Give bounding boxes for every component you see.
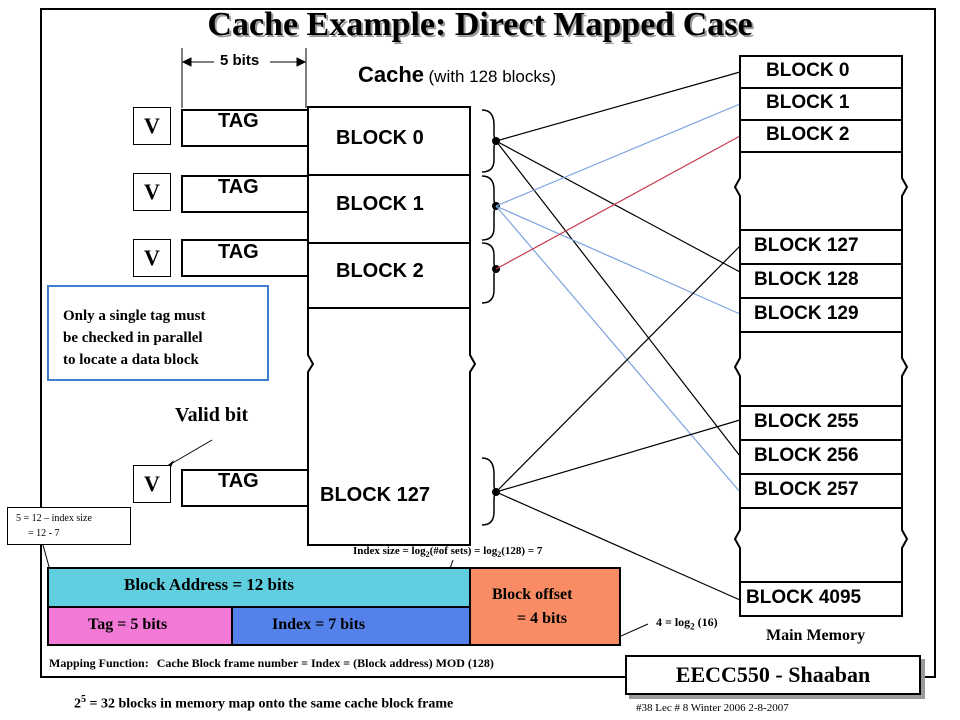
- cache-column: [307, 106, 477, 546]
- index-field-label: Index = 7 bits: [272, 616, 366, 633]
- cache-block-0: BLOCK 0: [336, 127, 424, 149]
- slide-frame: [40, 8, 936, 678]
- index-field: [231, 606, 471, 646]
- cache-block-2: BLOCK 2: [336, 260, 424, 282]
- memory-block-129: BLOCK 129: [754, 303, 859, 324]
- bottom-note: 25 = 32 blocks in memory map onto the sa…: [74, 694, 453, 713]
- index-size-sub1: 2: [425, 550, 430, 560]
- memory-block-2: BLOCK 2: [766, 124, 850, 145]
- tag-field-0: [181, 109, 309, 147]
- block-offset-label-1: Block offset: [492, 586, 573, 603]
- index-size-sub2: 2: [497, 550, 502, 560]
- slide-info: #38 Lec # 8 Winter 2006 2-8-2007: [636, 702, 789, 714]
- note-line-1: Only a single tag must: [63, 308, 206, 324]
- bottom-note-exp: 5: [81, 694, 86, 705]
- tag-size-note: 5 = 12 – index size = 12 - 7: [7, 507, 131, 545]
- bottom-note-text: = 32 blocks in memory map onto the same …: [86, 696, 454, 712]
- tag-label-0: TAG: [218, 110, 259, 132]
- mapping-lines: [495, 71, 741, 601]
- main-memory-column: [733, 55, 909, 617]
- memory-block-0: BLOCK 0: [766, 60, 850, 81]
- tag-field-label: Tag = 5 bits: [88, 616, 168, 633]
- tag-field: [47, 606, 233, 646]
- slide-title: Cache Example: Direct Mapped Case: [207, 6, 753, 43]
- tag-label-1: TAG: [218, 176, 259, 198]
- valid-bit-127: V: [133, 465, 171, 503]
- offset-size-note: 4 = log2 (16): [656, 615, 718, 631]
- brace-dots: [492, 137, 500, 496]
- cache-title: Cache: [358, 62, 425, 87]
- valid-bit-1: V: [133, 173, 171, 211]
- memory-block-256: BLOCK 256: [754, 445, 859, 466]
- offset-note-post: (16): [694, 615, 718, 629]
- valid-bit-2: V: [133, 239, 171, 277]
- tag-width-dimension: [181, 48, 307, 108]
- course-badge: EECC550 - Shaaban: [625, 655, 921, 695]
- bottom-note-base: 2: [74, 696, 81, 712]
- tag-label-2: TAG: [218, 241, 259, 263]
- memory-block-257: BLOCK 257: [754, 479, 859, 500]
- index-size-note: Index size = log2(#of sets) = log2(128) …: [353, 545, 542, 559]
- index-size-pre: Index size = log: [353, 545, 426, 557]
- cache-block-1: BLOCK 1: [336, 193, 424, 215]
- index-size-post: (128) = 7: [501, 545, 543, 557]
- offset-note-pre: 4 = log: [656, 615, 691, 629]
- valid-bit-0: V: [133, 107, 171, 145]
- memory-block-4095: BLOCK 4095: [746, 587, 862, 608]
- tag-label-127: TAG: [218, 470, 259, 492]
- memory-block-127: BLOCK 127: [754, 235, 859, 256]
- block-address-label: Block Address = 12 bits: [124, 575, 294, 594]
- index-size-mid: (#of sets) = log: [429, 545, 498, 557]
- cache-subtitle: (with 128 blocks): [428, 67, 557, 86]
- valid-bit-label: Valid bit: [175, 404, 249, 426]
- cache-block-127: BLOCK 127: [320, 484, 431, 506]
- parallel-tag-note: Only a single tag must be checked in par…: [47, 285, 269, 381]
- cache-label: Cache (with 128 blocks): [358, 62, 556, 88]
- mapping-function: Mapping Function: Cache Block frame numbe…: [49, 656, 494, 671]
- tag-size-line-1: 5 = 12 – index size: [16, 513, 92, 524]
- cache-braces: [481, 109, 501, 526]
- offset-note-sub: 2: [690, 621, 695, 632]
- mapping-text: Cache Block frame number = Index = (Bloc…: [156, 656, 494, 670]
- memory-block-255: BLOCK 255: [754, 411, 859, 432]
- block-offset-label-2: = 4 bits: [517, 610, 568, 627]
- note-line-2: be checked in parallel: [63, 330, 203, 346]
- mapping-label: Mapping Function:: [49, 656, 149, 670]
- memory-block-1: BLOCK 1: [766, 92, 850, 113]
- block-offset-field: [469, 567, 621, 646]
- tag-size-line-2: = 12 - 7: [28, 528, 60, 539]
- memory-block-128: BLOCK 128: [754, 269, 859, 290]
- note-line-3: to locate a data block: [63, 352, 199, 368]
- main-memory-label: Main Memory: [766, 627, 866, 644]
- tag-width-label: 5 bits: [220, 52, 260, 69]
